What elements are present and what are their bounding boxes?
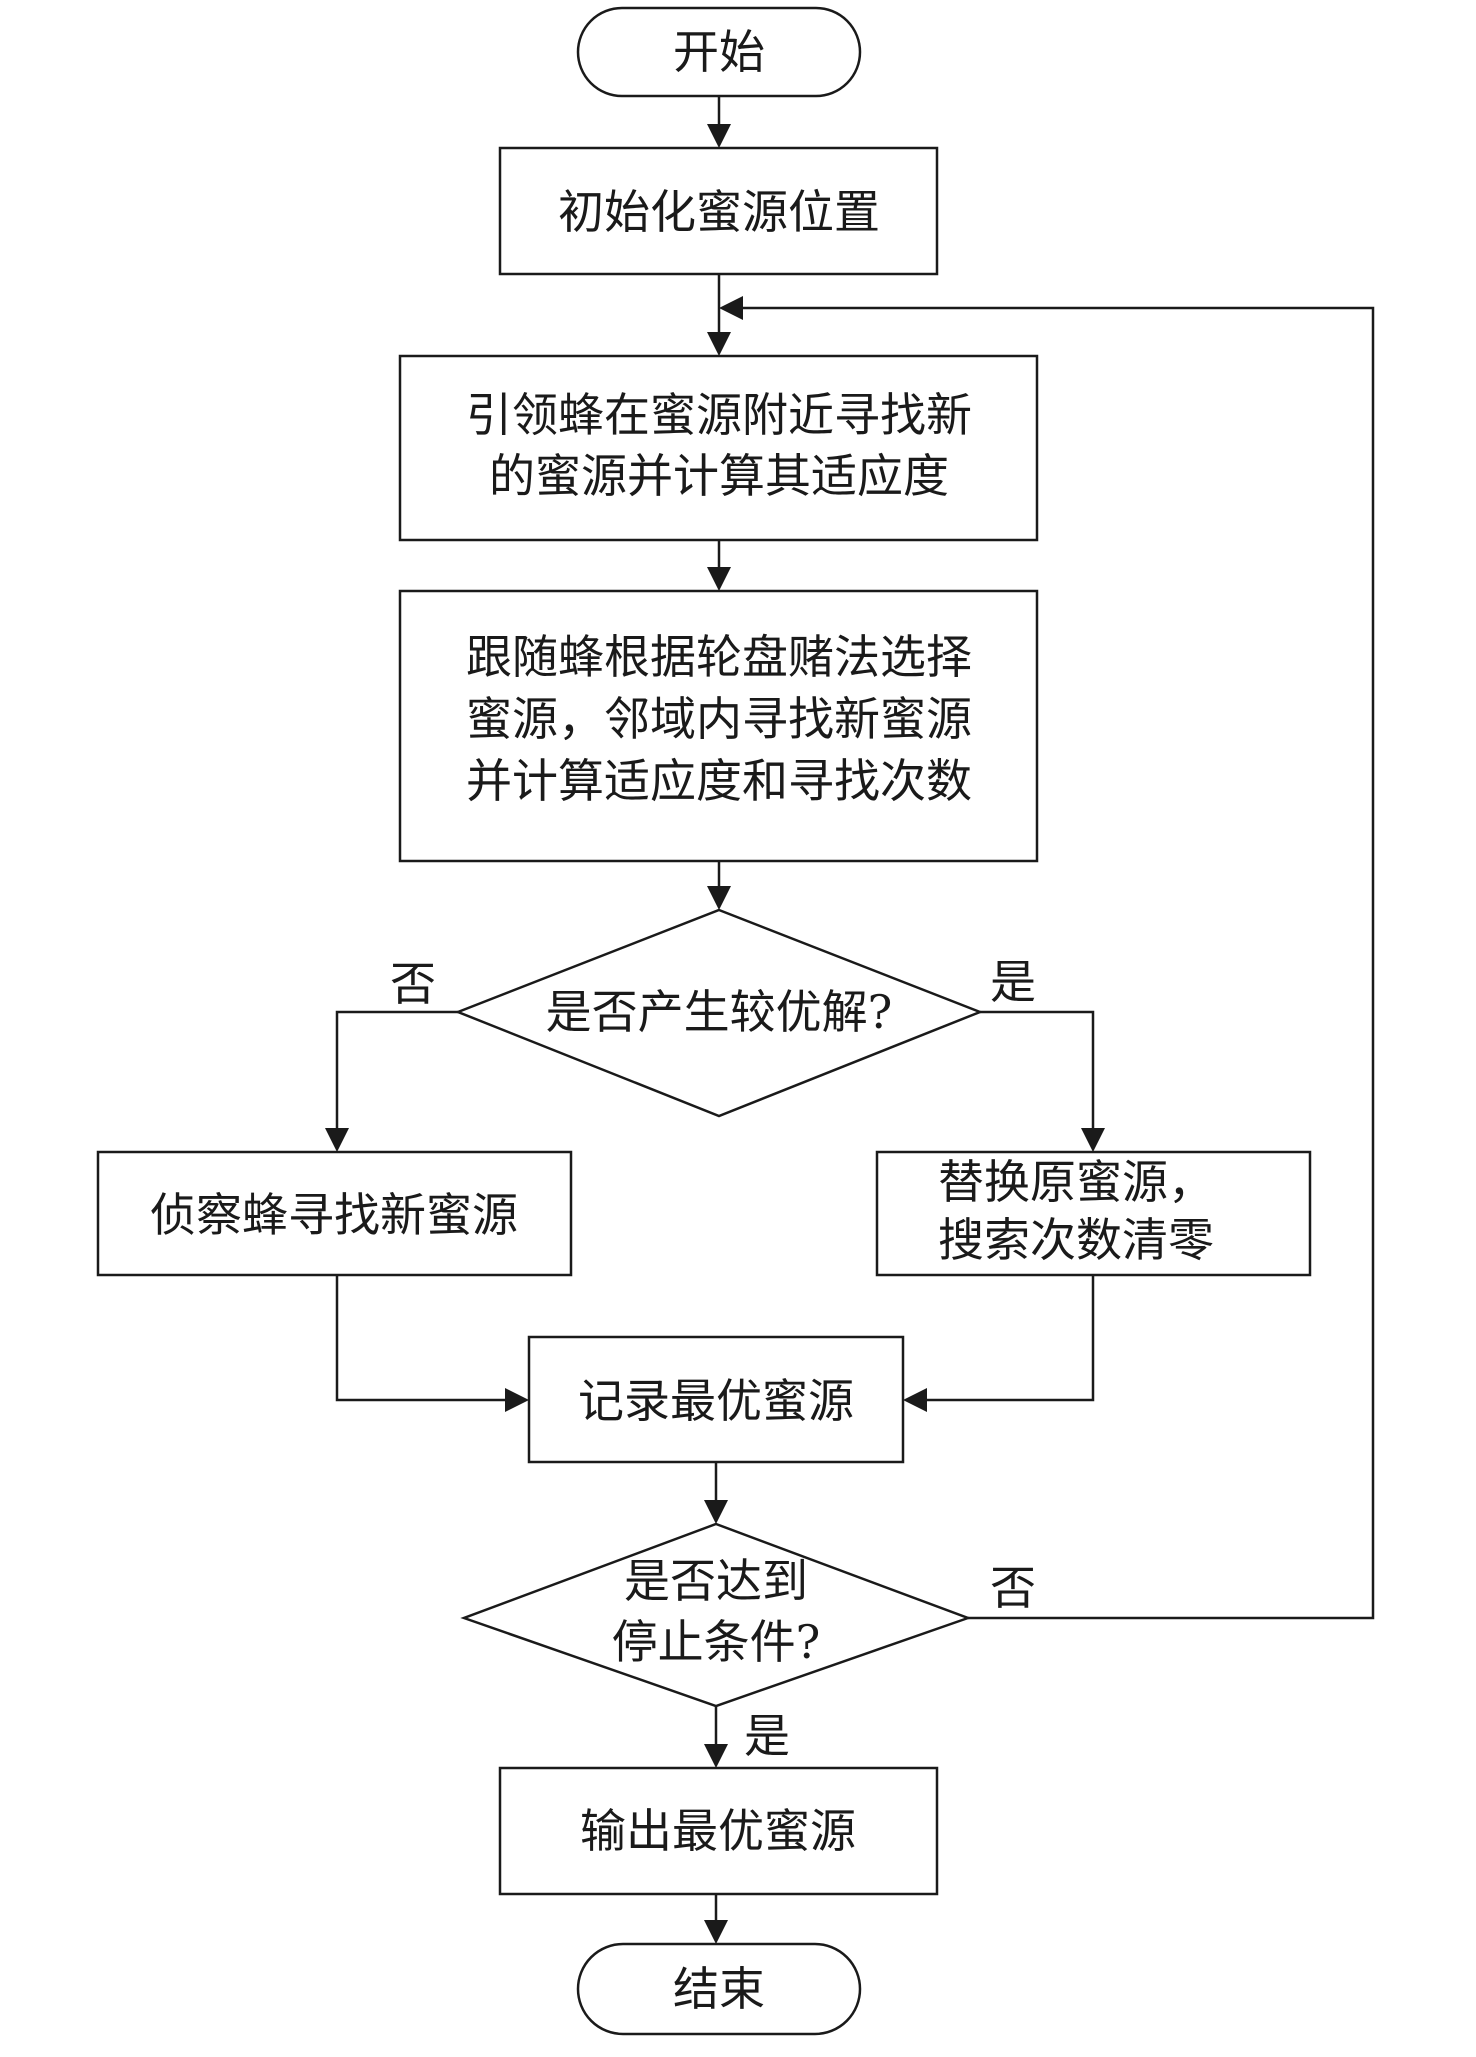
scout-bee-box: 侦察蜂寻找新蜜源: [96, 1150, 573, 1277]
init-box: 初始化蜜源位置: [498, 146, 939, 276]
arrow-stop-to-output: [704, 1706, 728, 1768]
better-yes-label: 是: [990, 955, 1036, 1009]
replace-label-line-1: 替换原蜜源，: [938, 1155, 1214, 1209]
scout-label: 侦察蜂寻找新蜜源: [150, 1188, 518, 1242]
arrow-no-to-scout: [325, 1010, 458, 1152]
onlooker-label-line-3: 并计算适应度和寻找次数: [466, 754, 972, 808]
arrow-onlooker-to-decision: [707, 861, 731, 910]
record-label: 记录最优蜜源: [578, 1374, 854, 1428]
stop-condition-decision: 是否达到 停止条件?: [460, 1522, 972, 1708]
stop-no-label: 否: [990, 1561, 1036, 1615]
better-solution-decision: 是否产生较优解?: [454, 908, 984, 1118]
start-label: 开始: [673, 25, 765, 79]
arrow-start-to-init: [707, 96, 731, 148]
loop-back-connector: [719, 296, 1375, 1620]
stop-decision-line-2: 停止条件?: [612, 1615, 821, 1669]
record-best-box: 记录最优蜜源: [527, 1335, 905, 1464]
arrow-init-to-employed: [707, 274, 731, 356]
stop-yes-label: 是: [744, 1709, 790, 1763]
arrow-output-to-end: [704, 1894, 728, 1944]
arrow-scout-to-record: [335, 1275, 529, 1412]
onlooker-label-line-1: 跟随蜂根据轮盘赌法选择: [466, 630, 972, 684]
employed-bee-box: 引领蜂在蜜源附近寻找新 的蜜源并计算其适应度: [398, 354, 1039, 542]
arrow-employed-to-onlooker: [707, 540, 731, 591]
arrow-replace-to-record: [903, 1275, 1095, 1412]
output-best-box: 输出最优蜜源: [498, 1766, 939, 1896]
employed-label-line-2: 的蜜源并计算其适应度: [489, 449, 949, 503]
stop-decision-line-1: 是否达到: [624, 1554, 808, 1608]
employed-label-line-1: 引领蜂在蜜源附近寻找新: [466, 388, 972, 442]
better-no-label: 否: [390, 957, 436, 1011]
arrow-yes-to-replace: [980, 1010, 1105, 1152]
onlooker-bee-box: 跟随蜂根据轮盘赌法选择 蜜源，邻域内寻找新蜜源 并计算适应度和寻找次数: [398, 589, 1039, 863]
replace-source-box: 替换原蜜源， 搜索次数清零: [875, 1150, 1312, 1277]
replace-label-line-2: 搜索次数清零: [938, 1213, 1214, 1267]
better-decision-label: 是否产生较优解?: [546, 985, 893, 1039]
init-label: 初始化蜜源位置: [558, 185, 880, 239]
arrow-record-to-stop: [704, 1462, 728, 1524]
onlooker-label-line-2: 蜜源，邻域内寻找新蜜源: [466, 692, 972, 746]
start-terminator: 开始: [576, 6, 862, 98]
end-terminator: 结束: [576, 1942, 862, 2036]
output-label: 输出最优蜜源: [580, 1804, 856, 1858]
end-label: 结束: [673, 1962, 765, 2016]
